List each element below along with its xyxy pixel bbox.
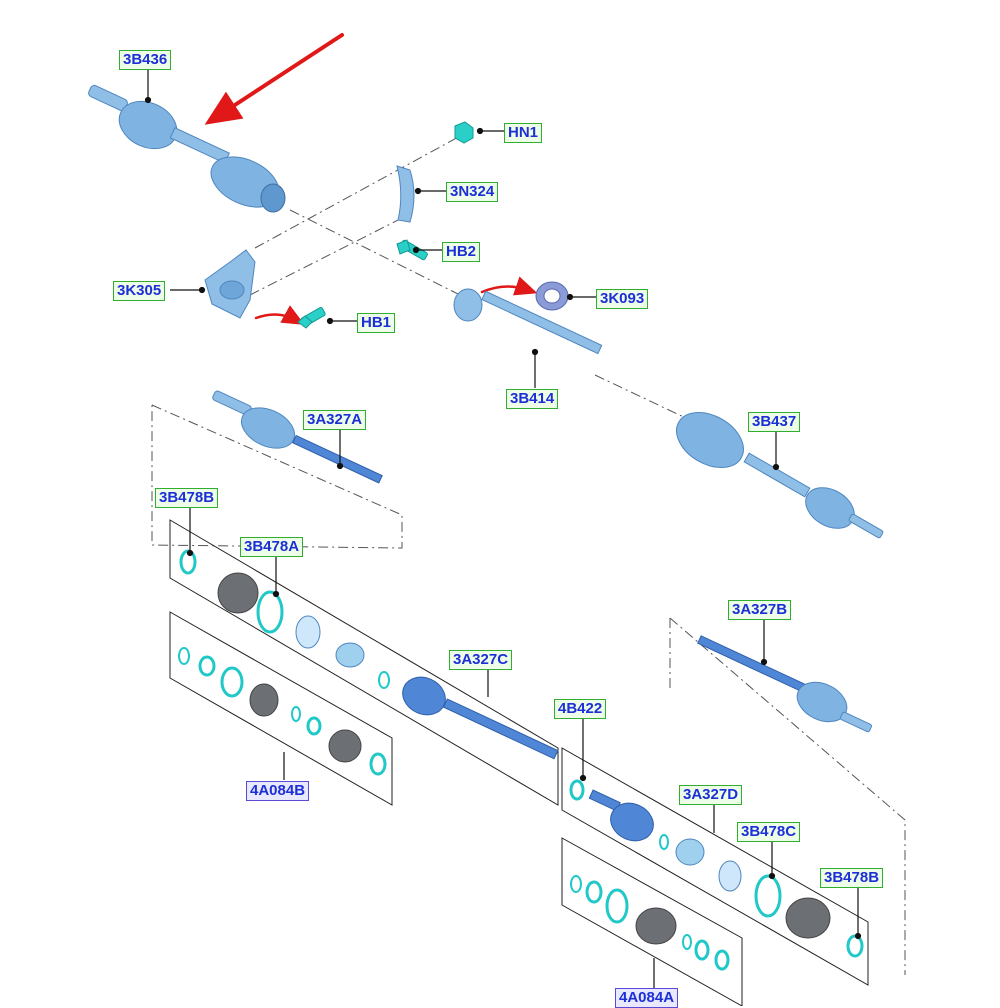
label-3K305: 3K305 [113,281,166,301]
part-3K093-bearing [535,281,569,311]
kit-outlines [169,519,869,1006]
label-HB1: HB1 [357,313,396,333]
part-3B437-driveshaft [676,412,884,539]
part-4A084A-kit [570,875,730,971]
label-3A327C: 3A327C [449,650,513,670]
label-4A084A: 4A084A [615,988,679,1008]
red-arrows [204,33,538,325]
label-3B436: 3B436 [119,50,172,70]
part-4A084B-kit [178,647,387,776]
part-3A327D-kit [569,779,864,958]
part-HB1-bolt [297,307,326,329]
part-3N324-clamp [396,165,415,223]
part-HN1-nut [454,121,474,144]
label-4A084B: 4A084B [246,781,310,801]
label-3B437: 3B437 [748,412,801,432]
part-3A327A-shaft [212,390,383,484]
label-3A327A: 3A327A [303,410,367,430]
kit-box-4A084B [169,611,393,806]
label-3B478B-top: 3B478B [155,488,219,508]
label-3B478B-bottom: 3B478B [820,868,884,888]
arrow-to-HB1 [254,305,305,325]
part-3A327C-kit [179,549,559,760]
label-3N324: 3N324 [446,182,499,202]
assembly-lines [151,134,906,975]
label-HB2: HB2 [442,242,481,262]
label-3B478A: 3B478A [240,537,304,557]
main-arrow [204,33,344,125]
label-3A327B: 3A327B [728,600,792,620]
kit-box-3A327C [169,519,559,806]
label-3B478C: 3B478C [737,822,801,842]
kit-box-4A084A [561,837,743,1006]
part-3B436-driveshaft [88,84,286,213]
arrow-to-3K093 [480,276,538,296]
kit-box-3A327D [561,747,869,986]
leader-lines [144,68,862,990]
part-3B414-shaft [453,288,603,355]
part-3A327B-shaft [697,635,873,733]
label-3A327D: 3A327D [679,785,743,805]
label-4B422: 4B422 [554,699,607,719]
label-3K093: 3K093 [596,289,649,309]
part-3K305-bracket [204,249,256,319]
label-3B414: 3B414 [506,389,559,409]
label-HN1: HN1 [504,123,543,143]
